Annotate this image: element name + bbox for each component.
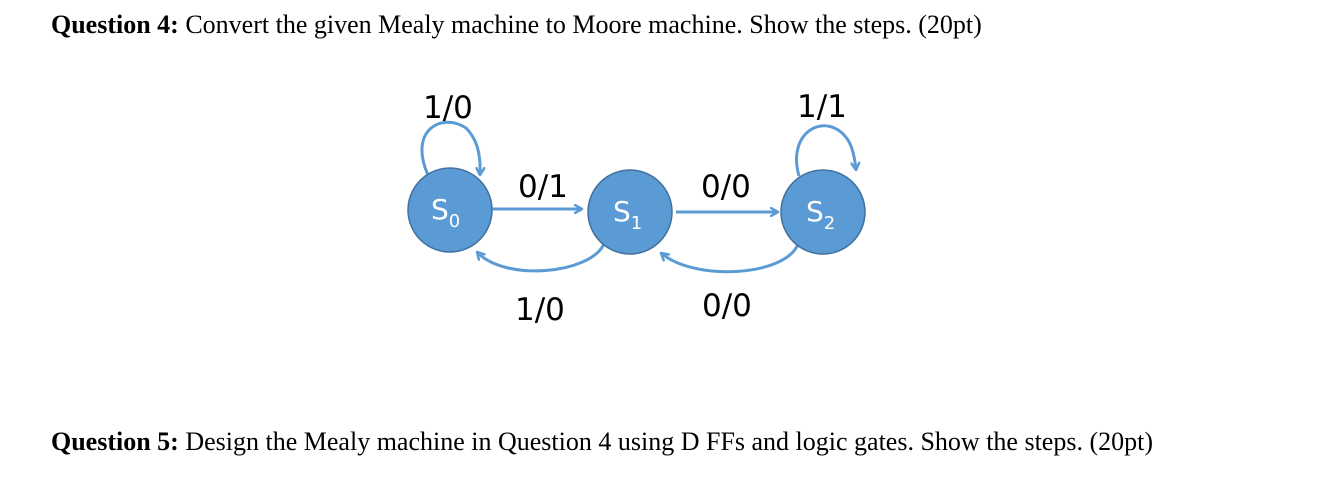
state-s1-label: S [613,195,631,228]
transition-s1-s0 [477,243,606,273]
state-s0: S0 [407,167,493,253]
edge-s2-s1-arrow [661,243,800,274]
self-loop-s0-arrow [420,120,480,175]
state-s2-label: S [806,195,824,228]
self-loop-s2-arrow [795,124,856,177]
state-s1-subscript: 1 [631,213,642,234]
label-s0-s1: 0/1 [518,169,568,205]
question-4: Question 4: Convert the given Mealy mach… [51,10,982,40]
label-s2-s1: 0/0 [702,288,752,324]
question-4-title: Question 4: [51,10,179,39]
state-s1-circle [587,169,673,255]
label-s2-self: 1/1 [797,89,847,125]
svg-text:S2: S2 [806,195,835,234]
state-s0-label: S [431,193,449,226]
state-s2-subscript: 2 [824,213,835,234]
svg-text:S1: S1 [613,195,642,234]
transition-s2-self [795,124,856,177]
svg-text:S0: S0 [431,193,460,232]
question-4-text: Convert the given Mealy machine to Moore… [178,10,982,39]
transition-s2-s1 [661,243,800,274]
question-5: Question 5: Design the Mealy machine in … [51,427,1153,457]
edge-s1-s0-arrow [477,243,606,273]
state-s0-circle [407,167,493,253]
transition-s0-self [420,120,480,175]
state-s2: S2 [780,169,866,255]
state-s2-circle [780,169,866,255]
label-s1-s2: 0/0 [701,169,751,205]
question-5-text: Design the Mealy machine in Question 4 u… [178,427,1154,456]
state-s1: S1 [587,169,673,255]
label-s1-s0: 1/0 [515,292,565,328]
question-5-title: Question 5: [51,427,179,456]
label-s0-self: 1/0 [423,90,473,126]
state-s0-subscript: 0 [449,211,460,232]
